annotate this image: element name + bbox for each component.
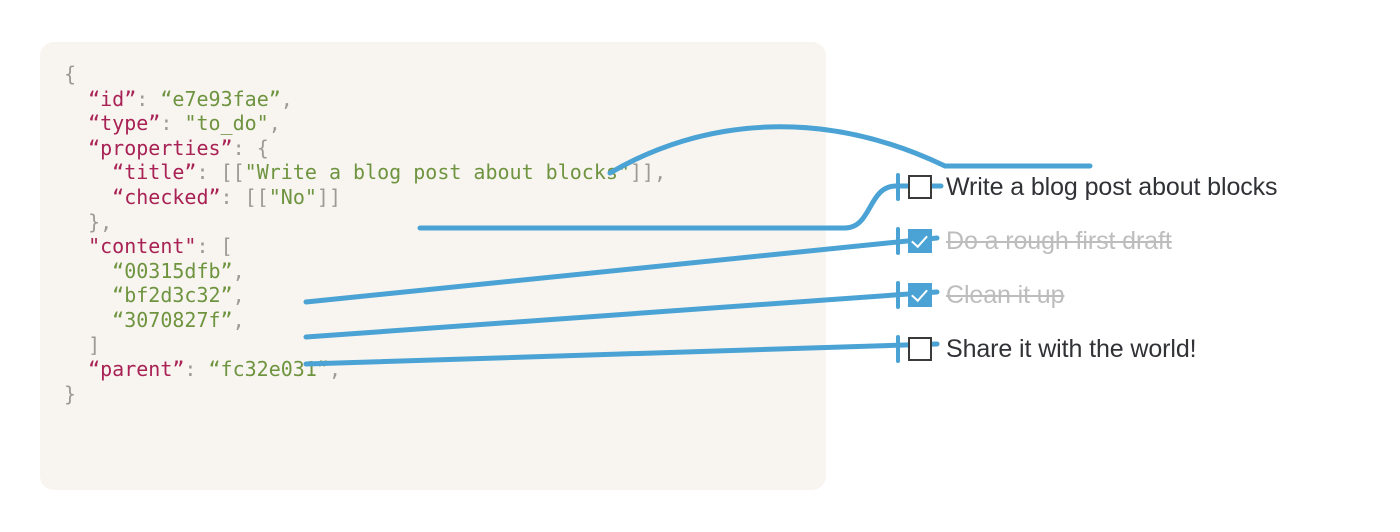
code-line: ] <box>88 332 101 357</box>
code-line: “00315dfb”, <box>112 258 245 283</box>
checkbox-checked-icon[interactable] <box>908 283 932 307</box>
connector-tick-icon <box>896 335 900 363</box>
code-line: “type”: "to_do", <box>88 111 281 136</box>
code-line: { <box>64 62 77 86</box>
todo-item[interactable]: Do a rough first draft <box>896 214 1378 268</box>
code-line: “title”: [["Write a blog post about bloc… <box>112 160 667 185</box>
code-line: “id”: “e7e93fae”, <box>88 86 293 111</box>
connector-tick-icon <box>896 227 900 255</box>
todo-item-label: Share it with the world! <box>946 334 1197 363</box>
code-line: “parent”: “fc32e031”, <box>88 357 341 382</box>
code-line: “checked”: [["No"]] <box>112 184 341 209</box>
checkbox-unchecked-icon[interactable] <box>908 175 932 199</box>
code-line: "content": [ <box>88 234 233 259</box>
todo-item-label: Write a blog post about blocks <box>946 172 1278 201</box>
json-code-panel: { “id”: “e7e93fae”, “type”: "to_do", “pr… <box>40 42 826 490</box>
connector-tick-icon <box>896 173 900 201</box>
checkbox-unchecked-icon[interactable] <box>908 337 932 361</box>
todo-item[interactable]: Share it with the world! <box>896 322 1378 376</box>
todo-item-label: Do a rough first draft <box>946 226 1172 255</box>
code-line: “bf2d3c32”, <box>112 283 245 308</box>
code-line: } <box>64 381 77 406</box>
todo-checklist: Write a blog post about blocks Do a rough… <box>896 160 1378 376</box>
json-code-block: { “id”: “e7e93fae”, “type”: "to_do", “pr… <box>64 62 666 406</box>
code-line: “3070827f”, <box>112 307 245 332</box>
todo-item-label: Clean it up <box>946 280 1065 309</box>
code-line: }, <box>88 209 113 234</box>
checkbox-checked-icon[interactable] <box>908 229 932 253</box>
todo-item[interactable]: Clean it up <box>896 268 1378 322</box>
code-line: “properties”: { <box>88 135 269 160</box>
connector-tick-icon <box>896 281 900 309</box>
todo-item[interactable]: Write a blog post about blocks <box>896 160 1378 214</box>
